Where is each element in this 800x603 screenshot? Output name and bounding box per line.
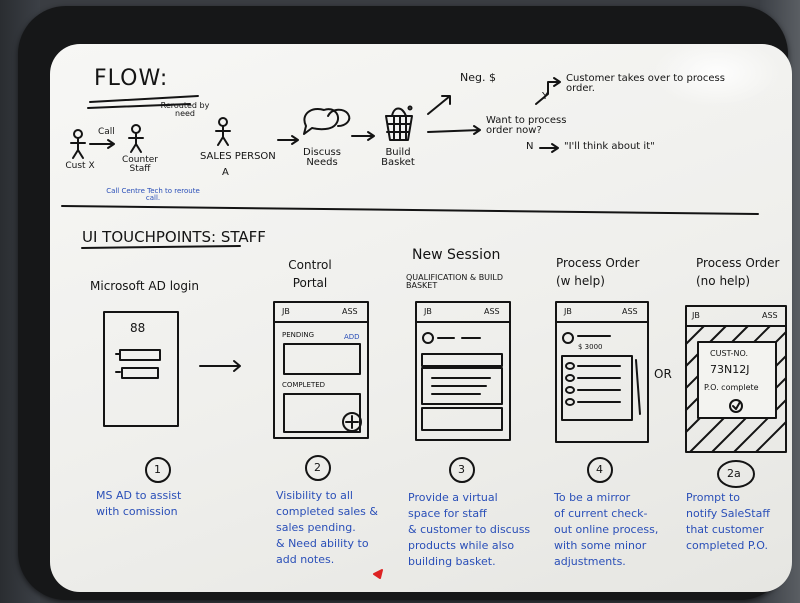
discuss-label: Discuss Needs — [300, 148, 344, 168]
session-screen-sketch — [416, 302, 510, 440]
whiteboard-frame: FLOW: Cust X Call Counter Staff Rerouted… — [18, 6, 788, 600]
step-2a-number: 2a — [727, 468, 741, 479]
session-jb: JB — [424, 308, 432, 316]
note-3: Provide a virtual space for staff & cust… — [408, 490, 530, 570]
touchpoints-heading: UI TOUCHPOINTS: STAFF — [82, 230, 266, 245]
sales-person-id: A — [222, 168, 229, 178]
customer-figure-icon — [71, 130, 85, 158]
col3-subtitle: QUALIFICATION & BUILD BASKET — [406, 274, 516, 290]
basket-icon — [386, 107, 412, 141]
flow-title: FLOW: — [94, 68, 168, 90]
no-label: N — [526, 142, 533, 152]
or-label: OR — [654, 368, 672, 380]
build-label: Build Basket — [376, 148, 420, 168]
portal-ass: ASS — [342, 308, 358, 316]
col1-title: Microsoft AD login — [90, 280, 199, 292]
counter-staff-figure-icon — [129, 125, 143, 152]
think-label: "I'll think about it" — [564, 142, 655, 152]
rerouted-label: Rerouted by need — [154, 102, 216, 118]
neg-label: Neg. $ — [460, 72, 496, 83]
want-process-label: Want to process order now? — [486, 116, 586, 136]
portal-jb: JB — [282, 308, 290, 316]
note-2a: Prompt to notify SaleStaff that customer… — [686, 490, 770, 554]
col2-title: Control Portal — [278, 256, 342, 292]
order-help-screen-sketch — [556, 302, 648, 442]
customer-label: Cust X — [60, 162, 100, 171]
call-label: Call — [98, 128, 115, 137]
po-complete-label: P.O. complete — [704, 384, 759, 392]
step-1-number: 1 — [154, 464, 161, 475]
portal-completed: COMPLETED — [282, 382, 325, 389]
order-jb: JB — [564, 308, 572, 316]
col4-title: Process Order (w help) — [556, 254, 646, 290]
call-centre-note: Call Centre Tech to reroute call. — [106, 188, 200, 202]
order-nohelp-screen-sketch — [686, 306, 786, 452]
login-logo: 88 — [130, 322, 145, 334]
portal-add: ADD — [344, 334, 360, 341]
note-2: Visibility to all completed sales & sale… — [276, 488, 378, 568]
col3-title: New Session — [412, 248, 500, 262]
chat-bubbles-icon — [304, 109, 349, 134]
portal-pending: PENDING — [282, 332, 314, 339]
step-2-number: 2 — [314, 462, 321, 473]
step-4-number: 4 — [596, 464, 603, 475]
order-ass: ASS — [622, 308, 638, 316]
cust-code: 73N12J — [710, 364, 749, 375]
col5-title: Process Order (no help) — [696, 254, 788, 290]
portal-screen-sketch — [274, 302, 368, 438]
sales-person-figure-icon — [216, 118, 230, 145]
note-4: To be a mirror of current check- out onl… — [554, 490, 658, 570]
nohelp-ass: ASS — [762, 312, 778, 320]
yes-label: Y — [542, 92, 548, 102]
sales-person-label: SALES PERSON — [200, 152, 276, 162]
order-amount: $ 3000 — [578, 344, 603, 351]
nohelp-jb: JB — [692, 312, 700, 320]
step-3-number: 3 — [458, 464, 465, 475]
cust-no-label: CUST-NO. — [710, 350, 748, 358]
note-1: MS AD to assist with comission — [96, 488, 181, 520]
counter-staff-label: Counter Staff — [116, 156, 164, 174]
session-ass: ASS — [484, 308, 500, 316]
customer-takes-label: Customer takes over to process order. — [566, 74, 726, 94]
whiteboard: FLOW: Cust X Call Counter Staff Rerouted… — [50, 44, 792, 592]
